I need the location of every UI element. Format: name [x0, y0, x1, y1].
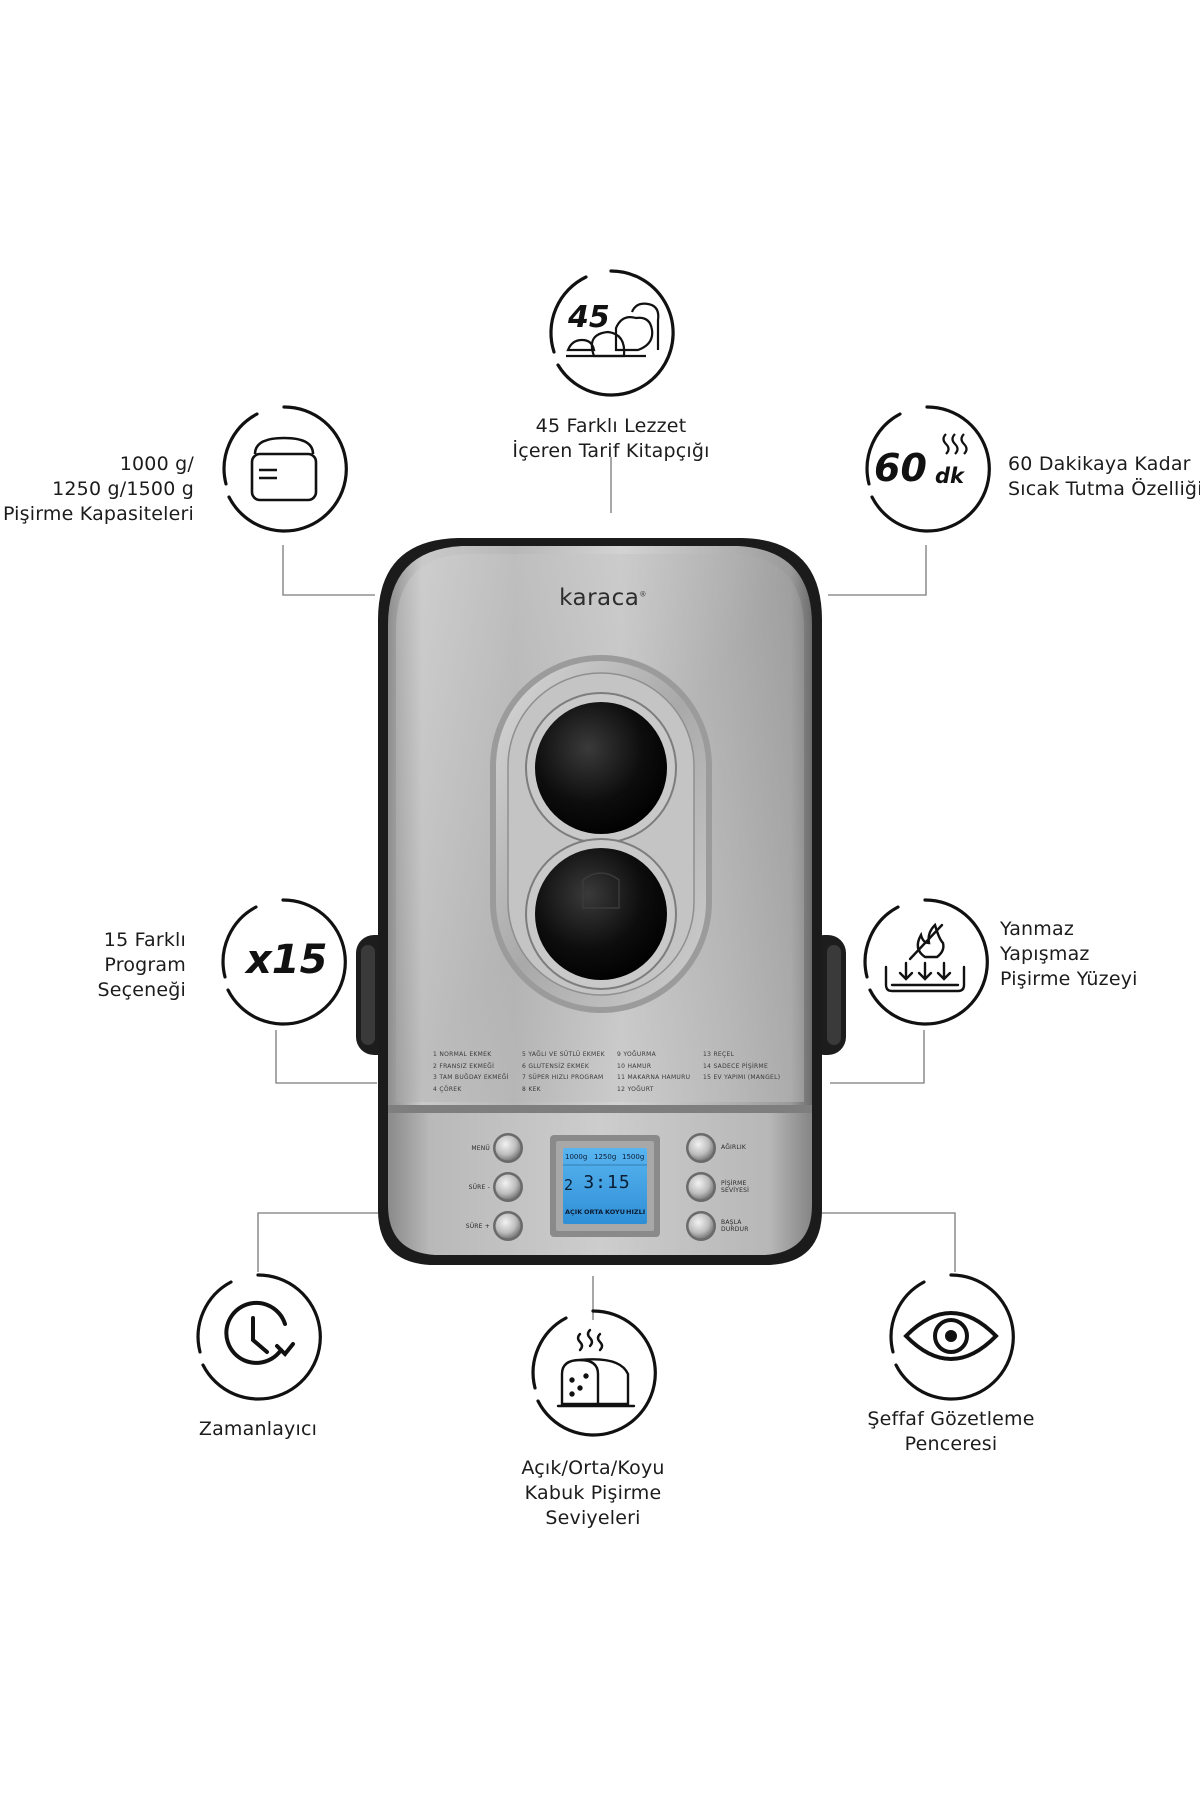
connector-capacity — [282, 545, 375, 596]
nonstick-surface-icon — [863, 898, 989, 1026]
time-plus-button[interactable] — [493, 1211, 523, 1241]
time-minus-button-label: SÜRE - — [468, 1184, 490, 1191]
crust-level-button[interactable] — [686, 1172, 716, 1202]
bread-loaf-icon — [531, 1309, 657, 1437]
program-column-2: 5 YAĞLI VE SÜTLÜ EKMEK 6 GLUTENSİZ EKMEK… — [522, 1051, 672, 1097]
connector-nonstick — [830, 1030, 925, 1084]
menu-button-label: MENÜ — [471, 1145, 490, 1152]
connector-keep-warm — [828, 545, 927, 596]
lcd-crust-medium: ORTA — [584, 1208, 604, 1216]
program-item: 4 ÇÖREK — [433, 1085, 462, 1093]
lcd-weight-1000: 1000g — [565, 1153, 588, 1161]
program-item: 1 NORMAL EKMEK — [433, 1051, 492, 1058]
start-stop-button[interactable] — [686, 1211, 716, 1241]
bread-pan-icon — [222, 405, 348, 533]
connector-window — [796, 1212, 956, 1272]
program-item: 11 MAKARNA HAMURU — [617, 1074, 691, 1081]
lcd-program-number: 2 — [564, 1176, 574, 1194]
keep-warm-icon — [865, 405, 991, 533]
program-column-4: 13 REÇEL 14 SADECE PİŞİRME 15 EV YAPIMI … — [703, 1051, 853, 1086]
lcd-time: 3:15 — [583, 1172, 631, 1193]
keep-warm-unit: dk — [935, 464, 964, 488]
program-item: 15 EV YAPIMI (MANGEL) — [703, 1074, 781, 1081]
connector-programs — [275, 1030, 377, 1084]
lcd-crust-dark: KOYU — [605, 1208, 626, 1216]
program-item: 5 YAĞLI VE SÜTLÜ EKMEK — [522, 1051, 605, 1058]
lcd-weight-1250: 1250g — [594, 1153, 617, 1161]
time-plus-button-label: SÜRE + — [465, 1223, 490, 1230]
program-column-3: 9 YOĞURMA 10 HAMUR 11 MAKARNA HAMURU 12 … — [617, 1051, 767, 1097]
program-count: x15 — [246, 937, 328, 983]
weight-button[interactable] — [686, 1133, 716, 1163]
lower-viewing-window — [535, 848, 667, 980]
lcd-display — [563, 1148, 647, 1224]
program-item: 8 KEK — [522, 1085, 541, 1093]
program-item: 10 HAMUR — [617, 1062, 652, 1070]
timer-clock-icon — [196, 1273, 322, 1401]
program-item: 6 GLUTENSİZ EKMEK — [522, 1062, 590, 1070]
program-item: 7 SÜPER HIZLI PROGRAM — [522, 1074, 604, 1081]
connector-timer — [257, 1212, 383, 1272]
keep-warm-minutes: 60 — [874, 446, 927, 490]
menu-button[interactable] — [493, 1133, 523, 1163]
program-column-1: 1 NORMAL EKMEK 2 FRANSIZ EKMEĞİ 3 TAM BU… — [433, 1051, 583, 1097]
recipe-book-icon — [549, 269, 675, 397]
lcd-weight-1500: 1500g — [622, 1153, 645, 1161]
eye-icon — [889, 1273, 1015, 1401]
right-buttons — [686, 1133, 716, 1241]
left-buttons — [493, 1133, 523, 1241]
weight-button-label: AĞIRLIK — [721, 1144, 747, 1151]
brand-logo: karaca® — [548, 585, 658, 611]
upper-viewing-window — [535, 702, 667, 834]
program-item: 13 REÇEL — [703, 1051, 735, 1058]
program-item: 2 FRANSIZ EKMEĞİ — [433, 1062, 495, 1070]
program-item: 14 SADECE PİŞİRME — [703, 1062, 769, 1070]
brand-name: karaca — [559, 585, 640, 611]
lcd-crust-light: AÇIK — [565, 1208, 583, 1216]
program-item: 9 YOĞURMA — [617, 1051, 656, 1058]
time-minus-button[interactable] — [493, 1172, 523, 1202]
programs-icon — [221, 898, 347, 1026]
brand-registered-mark: ® — [639, 590, 647, 599]
lcd-crust-fast: HIZLI — [626, 1208, 646, 1216]
recipe-count: 45 — [568, 300, 610, 335]
timer-label: Zamanlayıcı — [198, 1418, 318, 1440]
program-item: 3 TAM BUĞDAY EKMEĞİ — [433, 1074, 509, 1081]
program-item: 12 YOĞURT — [617, 1085, 654, 1093]
